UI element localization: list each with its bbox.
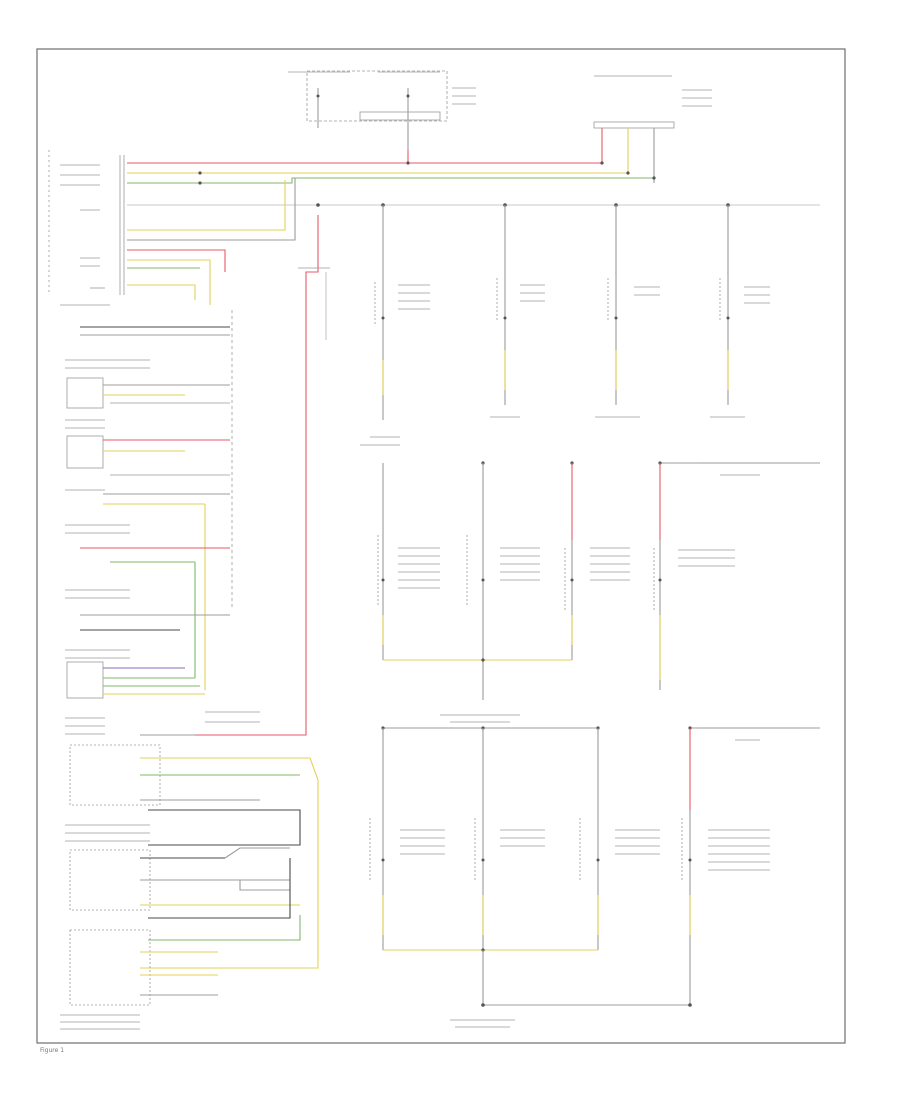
- left-components: [60, 304, 260, 735]
- switch-area-lower-left: [60, 734, 319, 1030]
- bot-drop-2: [474, 726, 545, 950]
- page-label: Figure 1: [40, 1047, 64, 1054]
- mid-drop-4: [653, 461, 800, 690]
- lamp-row-3: [369, 726, 820, 1028]
- mid-drop-3: [564, 461, 630, 660]
- fuse-panel-top: [288, 70, 476, 150]
- left-connector: [48, 150, 125, 295]
- bot-drop-1: [369, 726, 445, 950]
- lamp-drop-2: [490, 203, 545, 418]
- bot-drop-4: [681, 726, 770, 1005]
- lamp-drop-3: [595, 203, 660, 418]
- red-feed-center: [160, 203, 330, 736]
- diagram-border: [36, 48, 846, 1044]
- mid-drop-1: [377, 463, 440, 660]
- mid-drop-2: [466, 461, 540, 700]
- bot-drop-3: [579, 726, 660, 950]
- lamp-row-1: [370, 203, 770, 438]
- lamp-drop-1: [370, 203, 430, 438]
- lamp-drop-4: [710, 203, 770, 418]
- feed-wires: [127, 150, 820, 305]
- lamp-row-2: [360, 444, 820, 723]
- relay-top-right: [593, 75, 712, 183]
